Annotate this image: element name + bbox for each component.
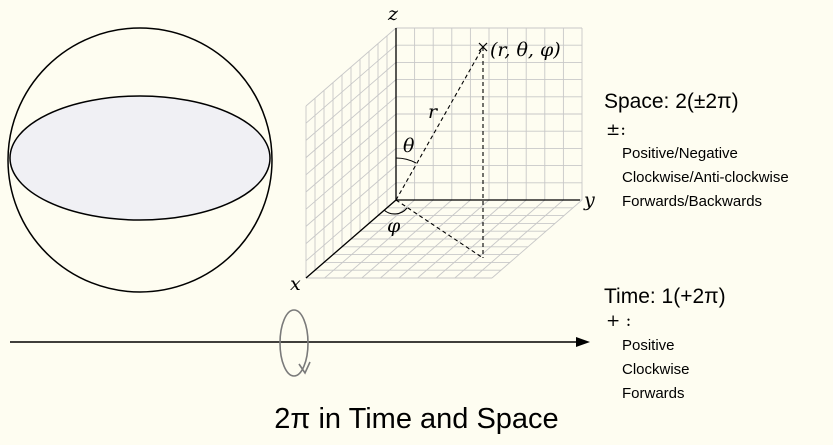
z-axis-label: z <box>387 3 399 25</box>
phi-label: φ <box>387 215 401 237</box>
phi-arc <box>383 207 408 215</box>
projection-line <box>395 199 484 259</box>
x-axis-label: x <box>290 273 301 295</box>
theta-label: θ <box>403 135 415 157</box>
sphere-equator-disc <box>9 95 271 221</box>
radius-label: r <box>428 101 439 123</box>
time-heading: Time: 1(+2π) <box>604 285 726 308</box>
time-item-1: Positive <box>622 337 675 354</box>
time-item-3: Forwards <box>622 385 685 402</box>
coordinate-axes <box>305 28 580 279</box>
rotation-loop <box>279 309 311 377</box>
diagram-caption: 2π in Time and Space <box>274 403 559 435</box>
theta-arc <box>395 157 417 164</box>
coordinate-grid <box>305 27 583 279</box>
space-heading: Space: 2(±2π) <box>604 90 739 113</box>
construction-lines <box>395 46 484 259</box>
time-item-2: Clockwise <box>622 361 690 378</box>
y-axis-label: y <box>583 189 595 211</box>
sphere-outline <box>7 27 273 293</box>
point-marker <box>478 42 488 52</box>
point-label: (r, θ, φ) <box>490 39 561 61</box>
x-axis <box>305 199 397 279</box>
space-item-1: Positive/Negative <box>622 145 738 162</box>
time-arrow <box>10 337 590 347</box>
sphere <box>7 27 273 293</box>
radius-line <box>395 46 484 201</box>
space-item-3: Forwards/Backwards <box>622 193 763 210</box>
time-symbol: + : <box>606 311 632 331</box>
space-item-2: Clockwise/Anti-clockwise <box>622 169 789 186</box>
space-symbol: ±: <box>606 120 626 140</box>
